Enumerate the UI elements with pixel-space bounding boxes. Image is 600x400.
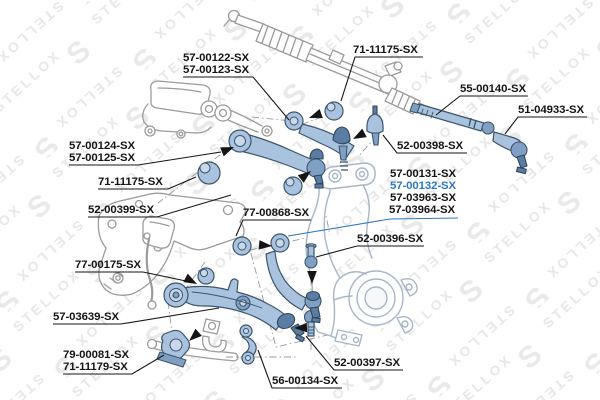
part-label-57-00125-sx: 57-00125-SX [69, 152, 136, 164]
lower-control-arm-front [163, 278, 306, 343]
leader-line [257, 349, 342, 389]
leader-line [98, 176, 197, 190]
insertion-arrow-icon [258, 240, 272, 250]
part-label-56-00134-sx: 56-00134-SX [272, 375, 339, 387]
leader-line [69, 151, 222, 166]
stabilizer-bracket-79-00081 [156, 329, 191, 368]
leader-line [287, 217, 459, 237]
leader-line [305, 335, 403, 371]
subframe [97, 192, 246, 296]
leader-line [235, 219, 311, 237]
part-label-52-00396-sx: 52-00396-SX [357, 233, 424, 245]
part-label-57-00122-sx: 57-00122-SX [183, 52, 250, 64]
drop-link-thin [143, 232, 157, 310]
bushing-unlabeled [283, 176, 303, 196]
part-label-79-00081-sx: 79-00081-SX [63, 349, 130, 361]
bushing-77-00175 [197, 267, 215, 285]
leader-line [435, 95, 528, 116]
part-label-57-00132-sx: 57-00132-SX [390, 180, 457, 192]
leader-line [340, 56, 423, 102]
leader-line [63, 354, 165, 375]
part-label-52-00397-sx: 52-00397-SX [334, 357, 401, 369]
part-label-71-11179-sx: 71-11179-SX [63, 361, 128, 373]
leader-line [75, 271, 187, 282]
part-label-52-00398-sx: 52-00398-SX [397, 140, 464, 152]
leader-line [88, 194, 232, 218]
insertion-arrow-icon [189, 328, 202, 341]
part-label-57-00131-sx: 57-00131-SX [390, 168, 457, 180]
part-label-51-04933-sx: 51-04933-SX [518, 104, 585, 116]
ball-joint-boot-52-00398 [366, 105, 384, 146]
engine-mount-bracket [142, 80, 273, 139]
insertion-arrow-icon [309, 109, 323, 119]
bushing-71-11175-left [197, 161, 221, 185]
insertion-arrow-icon [353, 128, 367, 139]
insertion-arrow-icon [297, 171, 311, 183]
stabilizer-link-56-00134 [239, 324, 257, 365]
part-label-77-00175-sx: 77-00175-SX [75, 259, 142, 271]
part-label-57-03963-sx: 57-03963-SX [390, 192, 457, 204]
bushing-71-11175-top [324, 101, 344, 121]
part-label-52-00399-sx: 52-00399-SX [88, 204, 155, 216]
insertion-arrow-icon [220, 147, 234, 157]
lower-control-arm-rear [265, 233, 322, 324]
upper-control-arm-rear [284, 111, 355, 171]
bushing-77-00868 [232, 236, 252, 256]
leader-line [183, 76, 290, 121]
part-label-57-03964-sx: 57-03964-SX [389, 204, 456, 216]
leader-line [315, 245, 424, 258]
leader-line [504, 116, 587, 135]
part-label-57-00124-sx: 57-00124-SX [69, 140, 136, 152]
steering-rack [223, 9, 429, 116]
part-label-77-00868-sx: 77-00868-SX [243, 207, 310, 219]
stabilizer-bushing-clamp [202, 318, 227, 353]
upper-control-arm-front [228, 129, 326, 189]
part-label-57-00123-sx: 57-00123-SX [183, 64, 250, 76]
part-label-57-03639-sx: 57-03639-SX [53, 311, 120, 323]
part-label-71-11175-sx: 71-11175-SX [98, 176, 163, 188]
leader-line [382, 134, 467, 154]
insertion-arrow-icon [307, 271, 317, 284]
steering-knuckle [305, 162, 418, 347]
ball-pin-52-00396 [304, 243, 318, 269]
part-label-71-11175-sx: 71-11175-SX [353, 44, 418, 56]
leader-line [53, 307, 220, 325]
outer-tie-rod-end [492, 131, 528, 175]
insertion-arrow-icon [294, 322, 308, 333]
inner-tie-rod [409, 102, 495, 135]
part-label-55-00140-sx: 55-00140-SX [460, 83, 527, 95]
insertion-arrow-icon [183, 273, 197, 284]
